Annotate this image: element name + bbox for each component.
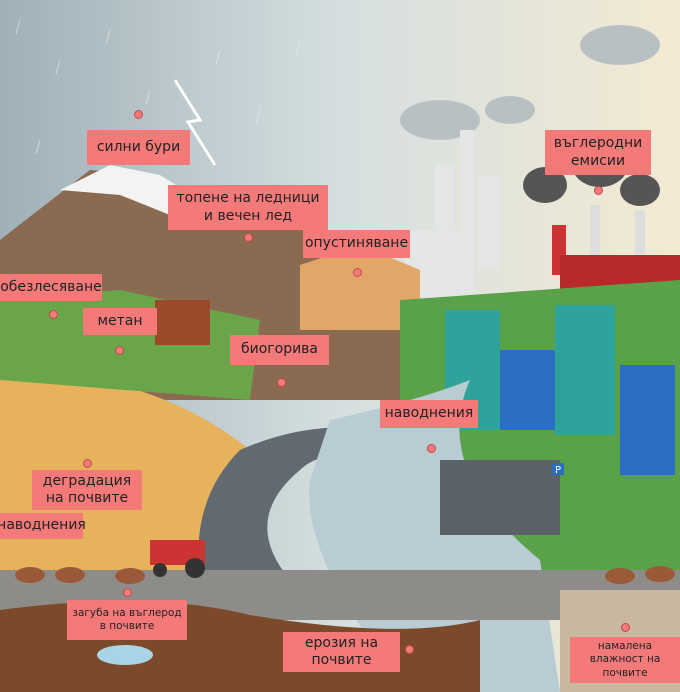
label-carbon-emissions: въглеродни емисии	[545, 130, 651, 175]
pin-soil-degradation	[83, 459, 92, 468]
water-pocket	[97, 645, 153, 665]
label-glaciers: топене на ледници и вечен лед	[168, 185, 328, 230]
city-buildings	[445, 305, 675, 475]
label-soil-degradation: деградация на почвите	[32, 470, 142, 510]
desert	[300, 245, 420, 330]
rocks	[15, 566, 675, 584]
pin-soil-carbon-loss	[123, 588, 132, 597]
pin-biofuels	[277, 378, 286, 387]
snow-cap	[60, 165, 200, 215]
label-floods-city: наводнения	[380, 400, 478, 428]
label-soil-erosion: ерозия на почвите	[283, 632, 400, 672]
parking-sign: P	[555, 465, 561, 476]
label-desertification: опустиняване	[303, 230, 410, 258]
pin-glaciers	[244, 233, 253, 242]
label-floods-farm: наводнения	[0, 513, 86, 539]
pin-soil-moisture	[621, 623, 630, 632]
pin-carbon-emissions	[594, 186, 603, 195]
road	[198, 427, 430, 580]
pin-storms	[134, 110, 143, 119]
pin-desertification	[353, 268, 362, 277]
label-methane: метан	[83, 308, 157, 335]
label-soil-carbon-loss: загуба на въглерод в почвите	[67, 600, 187, 640]
barn	[155, 300, 210, 345]
label-storms: силни бури	[87, 130, 190, 165]
pin-floods-city	[427, 444, 436, 453]
parking-lot	[440, 460, 560, 535]
label-soil-moisture: намалена влажност на почвите	[570, 637, 680, 683]
lightning-icon	[173, 79, 217, 166]
label-deforestation: обезлесяване	[0, 274, 102, 301]
pin-deforestation	[49, 310, 58, 319]
label-biofuels: биогорива	[230, 335, 329, 365]
tractor	[150, 540, 205, 578]
pin-methane	[115, 346, 124, 355]
pin-soil-erosion	[405, 645, 414, 654]
